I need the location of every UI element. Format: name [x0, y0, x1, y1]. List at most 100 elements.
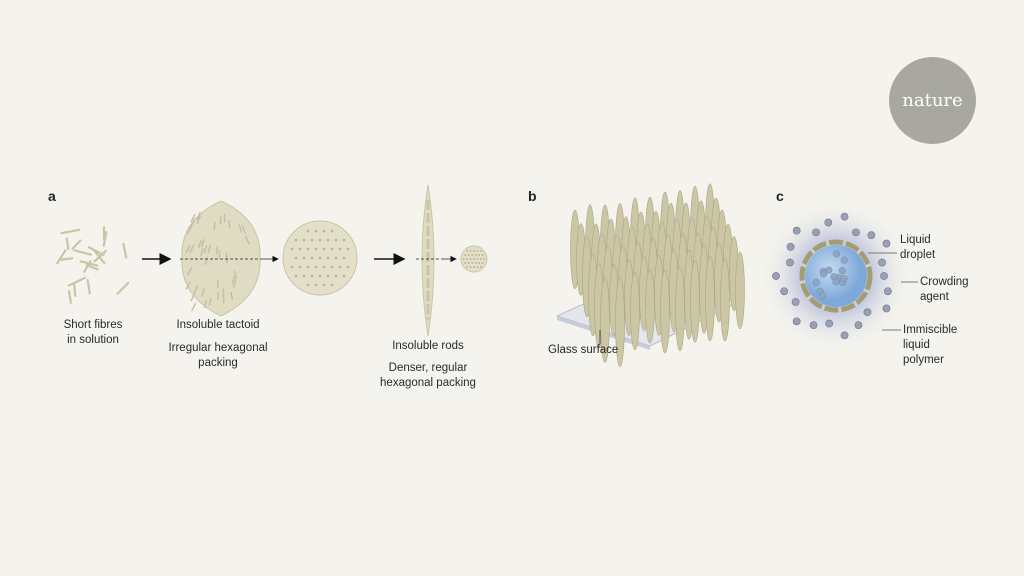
- label-rods: Insoluble rods: [392, 340, 464, 352]
- fibre-section-dot: [330, 265, 334, 269]
- rod-section-dot: [466, 266, 468, 268]
- fibre: [116, 281, 130, 295]
- packed-fibre: [196, 215, 202, 224]
- fibre-section-dot: [318, 256, 322, 260]
- droplet-bead: [840, 256, 848, 264]
- fibre-section-dot: [310, 274, 314, 278]
- fibre-section-dot: [306, 265, 310, 269]
- rod-section-dot: [480, 266, 482, 268]
- rod-section-dot: [480, 250, 482, 252]
- fibre-section-dot: [330, 247, 334, 251]
- rod: [660, 270, 670, 354]
- packed-fibre: [231, 279, 235, 288]
- fibre-section-dot: [322, 247, 326, 251]
- crowding-agent-bead: [792, 317, 801, 326]
- fibre-section-dot: [322, 283, 326, 287]
- fibre-section-dot: [298, 247, 302, 251]
- fibre-section-dot: [306, 283, 310, 287]
- rod-section-dot: [466, 250, 468, 252]
- crowding-agent-bead: [772, 272, 780, 280]
- packed-fibre: [230, 291, 234, 301]
- fibre-section-dot: [310, 256, 314, 260]
- fibre-section-dot: [346, 247, 350, 251]
- rod: [675, 266, 685, 352]
- packed-fibre: [190, 213, 196, 223]
- packed-fibre: [193, 284, 199, 294]
- packed-fibre: [215, 246, 218, 255]
- crowding-agent-bead: [812, 228, 820, 237]
- packed-fibre: [203, 244, 208, 254]
- packed-fibre: [185, 244, 192, 254]
- rod-section-dot: [473, 266, 475, 268]
- fibre: [83, 260, 92, 273]
- fibre: [88, 246, 105, 256]
- crowding-agent-bead: [882, 304, 891, 313]
- fibre-section-dot: [294, 238, 298, 242]
- packed-fibre: [200, 247, 205, 257]
- rod-section-dot: [476, 266, 479, 268]
- fibre-section-dot: [334, 256, 338, 260]
- packed-fibre: [227, 219, 231, 229]
- fibre: [73, 282, 77, 297]
- rod-section-dot: [462, 258, 465, 260]
- rod-section-dot: [464, 262, 467, 264]
- packed-fibre: [207, 244, 211, 254]
- rod-section-dot: [464, 254, 467, 256]
- rod-section-dot: [481, 254, 484, 256]
- droplet-bead: [838, 267, 846, 275]
- rod-section-dot: [476, 258, 479, 260]
- fibre-section-dot: [326, 274, 330, 278]
- panel-label-a: a: [48, 188, 56, 204]
- rod: [690, 260, 700, 343]
- fibre-section-dot: [294, 256, 298, 260]
- fibre-section-dot: [330, 229, 334, 233]
- packed-fibre: [208, 297, 212, 306]
- rod: [600, 277, 610, 363]
- crowding-agent-bead: [863, 308, 872, 317]
- fibre-section-dot: [342, 238, 346, 242]
- rod-section-dot: [474, 262, 477, 264]
- fibre-section-dot: [302, 274, 306, 278]
- fibre: [86, 278, 91, 295]
- droplet-bead: [832, 278, 840, 286]
- packed-fibre: [197, 239, 203, 249]
- rod: [735, 251, 745, 330]
- crowding-agent-bead: [840, 212, 849, 221]
- rod-section-dot: [474, 254, 477, 256]
- fibre: [71, 239, 82, 250]
- fibre-section-dot: [294, 274, 298, 278]
- panel-label-c: c: [776, 188, 784, 204]
- droplet-bead: [819, 291, 827, 299]
- packed-fibre: [244, 236, 250, 245]
- droplet-bead: [812, 278, 820, 286]
- rod: [705, 256, 715, 342]
- crowding-agent-bead: [809, 321, 818, 330]
- fibre-section-dot: [318, 274, 322, 278]
- crowding-agent-bead: [854, 321, 863, 330]
- packed-fibre: [185, 281, 192, 290]
- rod: [720, 258, 730, 342]
- crowding-agent-bead: [791, 298, 800, 306]
- rod: [645, 269, 655, 344]
- rod-section-dot: [471, 262, 474, 264]
- fibre: [73, 249, 93, 256]
- fibre-section-dot: [318, 238, 322, 242]
- packed-fibre: [190, 292, 196, 302]
- nature-logo: nature: [889, 57, 976, 144]
- rod-section-dot: [469, 258, 472, 260]
- fibre-section-dot: [334, 238, 338, 242]
- packed-fibre: [238, 224, 243, 233]
- rod-forest: [570, 183, 745, 368]
- fibre-section-dot: [314, 283, 318, 287]
- fibre-section-dot: [290, 265, 294, 269]
- fibre-section-dot: [322, 229, 326, 233]
- fibre: [65, 237, 70, 251]
- fibre-section-dot: [298, 265, 302, 269]
- rod-section-dot: [471, 254, 474, 256]
- crowding-agent-bead: [878, 258, 886, 267]
- packed-fibre: [213, 221, 216, 231]
- fibre-section-dot: [334, 274, 338, 278]
